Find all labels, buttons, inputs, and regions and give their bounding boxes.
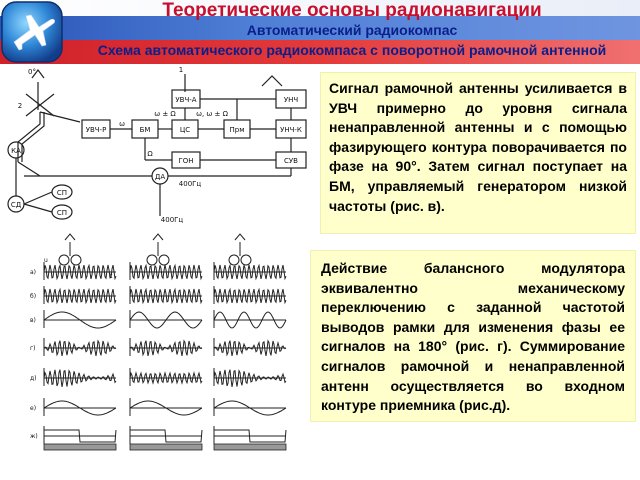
waveform-trace [43, 339, 117, 357]
label-sum1: ω ± Ω [154, 110, 176, 118]
block-diagram: УВЧ-Р БМ ЦС Прм УНЧ-К УВЧ-А УНЧ ГОН СУВ … [7, 66, 307, 224]
label-gon: ГОН [178, 157, 193, 165]
row-label-a: а) [30, 269, 36, 276]
waveform-trace [129, 287, 203, 305]
label-suv: СУВ [284, 157, 298, 165]
row-label-v: в) [30, 317, 36, 324]
label-uvch-r: УВЧ-Р [86, 126, 107, 134]
label-400hz-a: 400Гц [179, 180, 202, 188]
page-subtitle: Автоматический радиокомпас [246, 22, 458, 38]
waveform-trace [129, 311, 203, 329]
waveform-trace [43, 311, 117, 329]
label-sp2: СП [57, 209, 67, 217]
waveform-trace [213, 287, 287, 305]
waveform-trace [129, 400, 203, 416]
label-unch: УНЧ [284, 96, 299, 104]
label-omega: ω [119, 120, 125, 128]
waveform-trace [213, 369, 287, 387]
row-label-d: д) [30, 375, 37, 382]
waveform-trace [129, 263, 203, 281]
waveform-trace [129, 371, 203, 385]
label-sum2: ω, ω ± Ω [196, 110, 228, 118]
label-sp1: СП [57, 189, 67, 197]
text-receiver-description: Сигнал рамочной антенны усиливается в УВ… [329, 80, 627, 214]
waveform-trace [43, 369, 117, 387]
label-bm: БМ [140, 126, 151, 134]
axis-t-label: t [110, 273, 113, 280]
waveform-trace [214, 429, 287, 443]
label-antenna-2: 2 [18, 102, 22, 110]
waveform-trace [43, 400, 117, 416]
axis-u-label: u [44, 257, 48, 264]
label-unch-k: УНЧ-К [280, 126, 302, 134]
row-label-b: б) [30, 293, 36, 300]
label-uvch-a: УВЧ-А [175, 96, 196, 104]
row-label-zh: ж) [30, 433, 38, 440]
waveform-diagrams: а) б) в) г) д) е) ж) u t [30, 233, 287, 451]
flag-stripe-blue [0, 16, 640, 40]
flag-stripe-white [0, 0, 640, 16]
text-panel-receiver: Сигнал рамочной антенны усиливается в УВ… [320, 72, 636, 234]
label-prm: Прм [230, 126, 245, 134]
header-banner: Теоретические основы радионавигации Авто… [0, 0, 640, 64]
waveform-trace [213, 339, 287, 357]
phase-bar-1 [43, 443, 117, 451]
waveform-trace [213, 263, 287, 281]
label-400hz-b: 400Гц [161, 216, 184, 224]
label-ka: КА [11, 147, 21, 155]
label-zero-deg: 0° [28, 68, 36, 76]
row-label-e: е) [30, 405, 36, 412]
text-modulator-description: Действие балансного модулятора эквивален… [321, 260, 625, 414]
waveform-trace [44, 429, 117, 443]
page-title: Теоретические основы радионавигации [162, 0, 542, 21]
waveform-trace [213, 311, 287, 329]
text-panel-modulator: Действие балансного модулятора эквивален… [310, 250, 636, 422]
flag-stripe-red [0, 40, 640, 64]
label-omega-big: Ω [147, 150, 153, 158]
waveform-trace [130, 429, 203, 443]
row-label-g: г) [30, 345, 36, 352]
airplane-logo-icon [1, 1, 63, 63]
waveform-trace [43, 287, 117, 305]
phase-bar-3 [213, 443, 287, 451]
phase-bar-2 [129, 443, 203, 451]
waveform-axis [43, 310, 116, 328]
diagram-caption: Схема автоматического радиокомпаса с пов… [97, 42, 607, 58]
waveform-trace [213, 400, 287, 416]
label-antenna-1: 1 [179, 66, 183, 74]
waveform-trace [43, 263, 117, 281]
label-cs: ЦС [180, 126, 190, 134]
label-sd: СД [11, 201, 22, 209]
label-da: ДА [155, 173, 165, 181]
waveform-trace [129, 339, 203, 357]
